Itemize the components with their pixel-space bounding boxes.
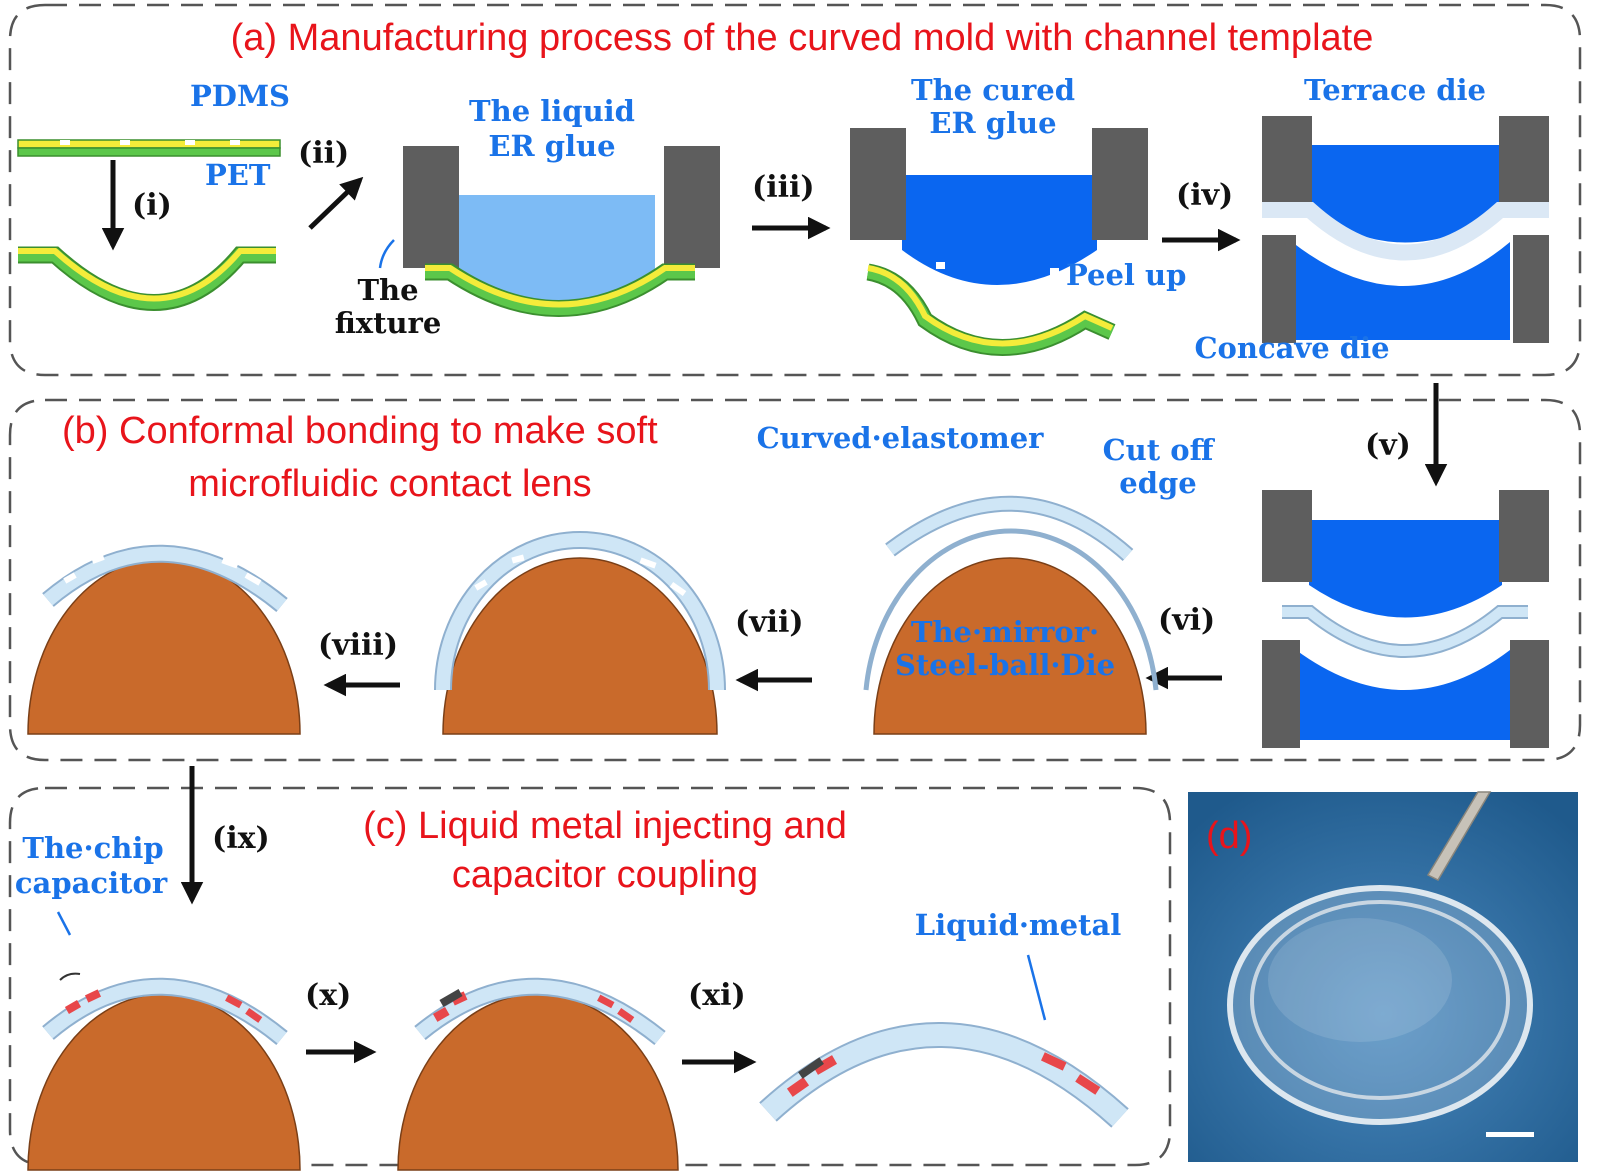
lens-inner-ring <box>1250 900 1510 1100</box>
dies-with-elastomer <box>1262 490 1549 748</box>
scale-bar <box>1486 1132 1534 1137</box>
step-iv-label: (iv) <box>1176 178 1233 213</box>
panel-c: (c) Liquid metal injecting and capacitor… <box>8 766 1172 1171</box>
liquid-glue-fixture <box>403 146 720 317</box>
ball-bonded-lens-1 <box>434 531 726 735</box>
panel-a-border <box>8 3 1582 377</box>
panel-b: (b) Conformal bonding to make soft micro… <box>8 383 1582 762</box>
tweezers <box>1426 791 1492 881</box>
chip-capacitor-pointer <box>56 911 72 936</box>
flat-film <box>17 139 281 157</box>
chip-capacitor-label-line2: capacitor <box>15 866 168 900</box>
panel-d-label: (d) <box>1206 815 1252 857</box>
steel-ball-with-elastomer <box>863 495 1159 735</box>
cut-off-edge-label-line2: edge <box>1119 466 1196 500</box>
released-lens <box>759 1022 1129 1128</box>
mirror-ball-label-line1: The·mirror· <box>911 615 1099 649</box>
chip-capacitor-label-line1: The·chip <box>22 831 163 865</box>
arrow-step-ii <box>308 176 364 230</box>
liquid-glue-label-line2: ER glue <box>488 129 615 163</box>
panel-d-photo: (d) <box>1188 791 1578 1162</box>
panel-c-title-line1: (c) Liquid metal injecting and <box>363 805 847 847</box>
pdms-label: PDMS <box>190 79 290 113</box>
panel-a: (a) Manufacturing process of the curved … <box>8 3 1582 377</box>
lens-highlight <box>1268 918 1452 1042</box>
cut-off-edge-label-line1: Cut off <box>1103 433 1216 467</box>
panel-c-border <box>8 786 1172 1167</box>
step-xi-label: (xi) <box>688 978 746 1013</box>
curved-elastomer-label: Curved·elastomer <box>757 421 1045 455</box>
ball-with-metal-1 <box>27 972 301 1171</box>
concave-die-label: Concave die <box>1194 331 1389 365</box>
pet-label: PET <box>205 158 271 192</box>
step-vii-label: (vii) <box>735 605 804 640</box>
cured-glue-label-line1: The cured <box>911 73 1075 107</box>
ball-bonded-lens-2 <box>27 544 301 735</box>
step-vi-label: (vi) <box>1158 603 1215 638</box>
panel-b-border <box>8 398 1582 762</box>
fixture-label-line1: The <box>357 273 418 307</box>
step-iii-label: (iii) <box>752 170 815 205</box>
ball-with-metal-2 <box>397 977 679 1171</box>
mirror-ball-label-line2: Steel-ball·Die <box>895 648 1115 682</box>
cured-glue-label-line2: ER glue <box>929 106 1056 140</box>
step-x-label: (x) <box>305 978 351 1013</box>
peel-up-label: Peel up <box>1066 258 1186 292</box>
step-ix-label: (ix) <box>212 821 270 856</box>
panel-a-title: (a) Manufacturing process of the curved … <box>231 17 1374 59</box>
liquid-metal-label: Liquid·metal <box>915 908 1122 942</box>
cured-glue-fixture <box>850 128 1148 356</box>
liquid-glue-label-line1: The liquid <box>469 94 635 128</box>
step-ii-label: (ii) <box>298 136 349 171</box>
step-i-label: (i) <box>132 188 172 223</box>
lens-outer-ring <box>1227 885 1533 1125</box>
fixture-label-line2: fixture <box>335 306 442 340</box>
terrace-die-label: Terrace die <box>1304 73 1486 107</box>
panel-b-title-line2: microfluidic contact lens <box>188 463 591 505</box>
liquid-metal-pointer <box>1026 954 1047 1021</box>
step-viii-label: (viii) <box>318 628 398 663</box>
terrace-concave-dies <box>1262 116 1549 343</box>
step-v-label: (v) <box>1365 428 1411 463</box>
curved-film <box>18 246 276 311</box>
photo-background <box>1188 792 1578 1162</box>
panel-c-title-line2: capacitor coupling <box>452 854 758 896</box>
fixture-pointer <box>378 239 395 269</box>
panel-b-title-line1: (b) Conformal bonding to make soft <box>62 410 658 452</box>
